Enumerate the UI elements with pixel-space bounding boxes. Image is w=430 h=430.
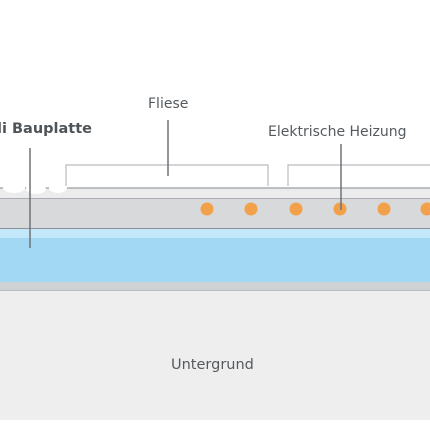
board-bottom-edge <box>0 281 430 290</box>
tile-layer <box>0 188 430 198</box>
fliese-bracket <box>65 164 269 186</box>
heizung-bracket <box>287 164 430 186</box>
heating-layer <box>0 198 430 228</box>
fliese-label: Fliese <box>148 96 189 112</box>
heating-dot <box>333 202 347 216</box>
heating-dot <box>289 202 303 216</box>
heating-cable-dots <box>200 202 430 216</box>
adhesive-blobs <box>3 183 67 194</box>
bauplatte-label: li Bauplatte <box>0 121 92 137</box>
heating-dot <box>244 202 258 216</box>
substrate-layer <box>0 290 430 420</box>
untergrund-label: Untergrund <box>171 357 254 373</box>
building-board-highlight <box>0 228 430 238</box>
heating-dot <box>200 202 214 216</box>
heizung-label: Elektrische Heizung <box>268 124 407 140</box>
heating-dot <box>377 202 391 216</box>
heating-dot <box>420 202 430 216</box>
